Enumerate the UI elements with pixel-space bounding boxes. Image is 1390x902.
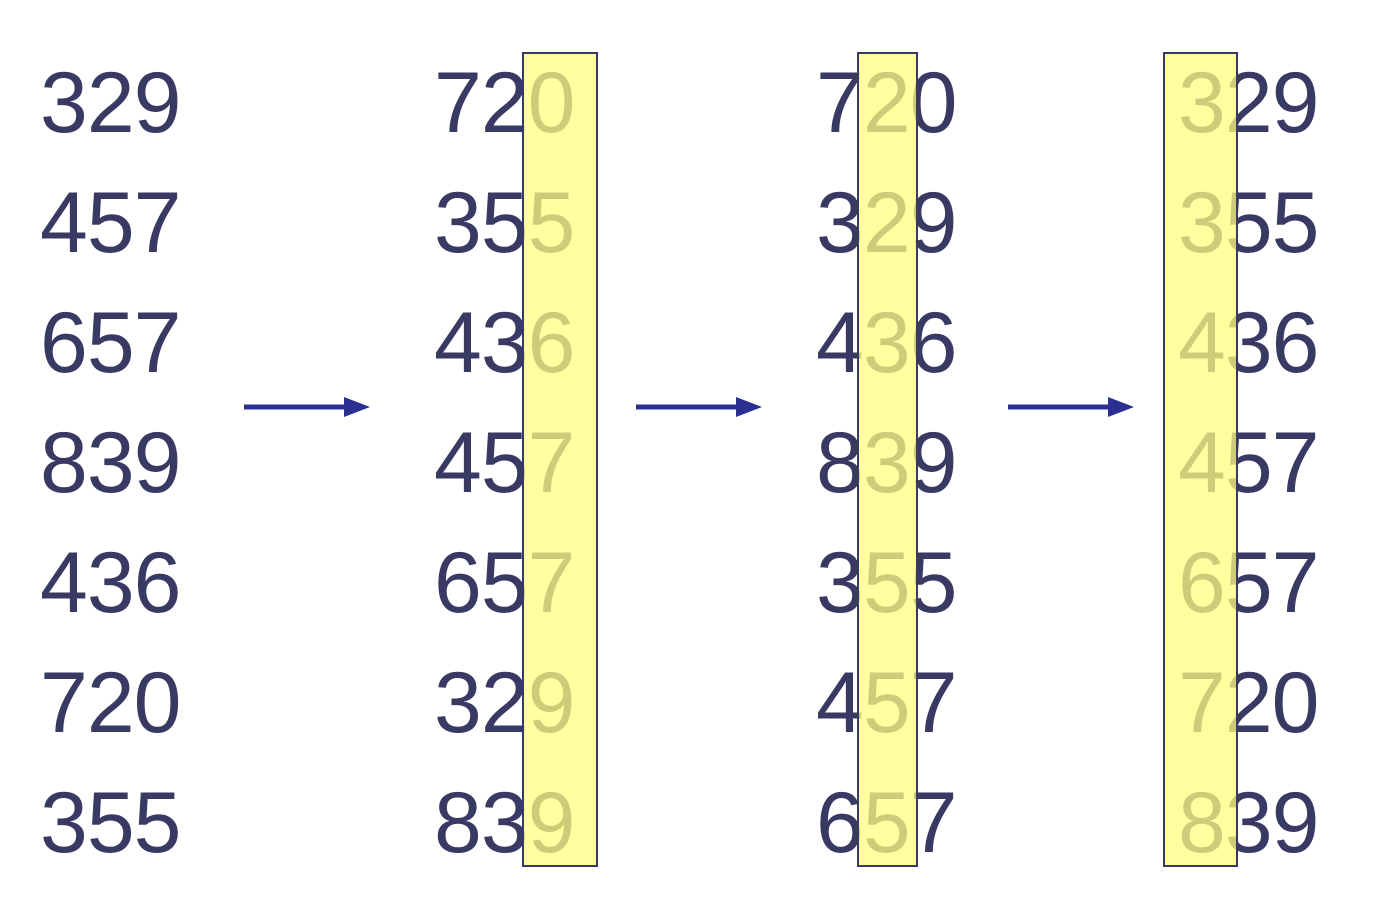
right-arrow-icon [636,397,762,417]
number-cell: 329 [40,55,181,151]
number-cell: 457 [40,175,181,271]
column-input: 329 457 657 839 436 720 355 [40,0,210,902]
digit-highlight-tens [857,52,918,867]
number-cell: 720 [40,655,181,751]
number-cell: 657 [40,295,181,391]
digit-highlight-hundreds [1163,52,1238,867]
right-arrow-icon [1008,397,1134,417]
right-arrow-icon [244,397,370,417]
number-cell: 355 [40,775,181,871]
number-cell: 839 [40,415,181,511]
number-cell: 436 [40,535,181,631]
digit-highlight-ones [522,52,598,867]
